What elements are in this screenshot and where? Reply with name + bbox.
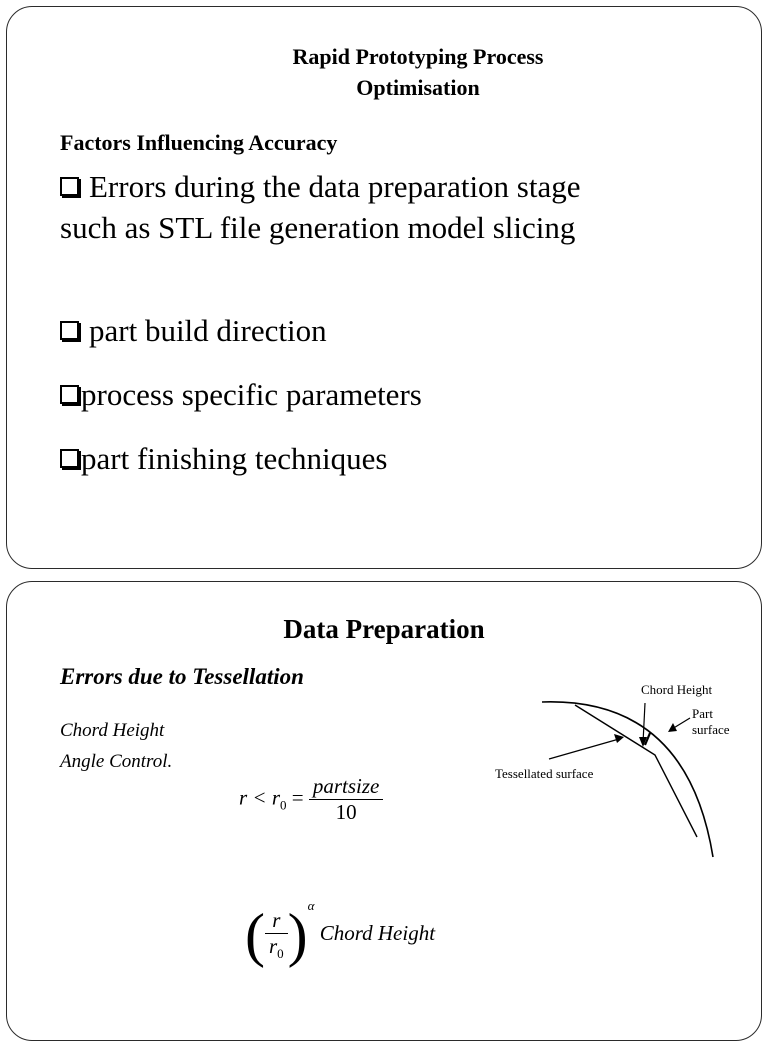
checkbox-bullet-icon bbox=[60, 385, 79, 404]
slide-2: Data Preparation Errors due to Tessellat… bbox=[6, 581, 762, 1041]
part-surface-arrowhead-icon bbox=[668, 723, 677, 732]
chord-height-mark bbox=[643, 732, 652, 746]
bullet-item: part finishing techniques bbox=[60, 438, 620, 479]
chord-height-pointer bbox=[642, 702, 646, 744]
section-heading: Factors Influencing Accuracy bbox=[60, 130, 338, 155]
chord-arrowhead-icon bbox=[639, 737, 647, 747]
equation-chord-height: ( r r0 )α Chord Height bbox=[245, 898, 436, 968]
section-subtitle: Errors due to Tessellation bbox=[60, 664, 304, 689]
bullet-item: part build direction bbox=[60, 310, 620, 351]
slide-2-title: Data Preparation bbox=[283, 614, 485, 644]
surface-label: surface bbox=[692, 722, 730, 737]
bullet-text: Errors during the data preparation stage… bbox=[60, 169, 581, 245]
eq-fraction: partsize 10 bbox=[308, 774, 384, 825]
slide-1: Rapid Prototyping Process Optimisation F… bbox=[6, 6, 762, 569]
right-paren-icon: ) bbox=[287, 902, 308, 968]
bullet-text: process specific parameters bbox=[81, 377, 422, 412]
part-surface-curve bbox=[541, 701, 714, 858]
title-line-1: Rapid Prototyping Process bbox=[292, 44, 544, 69]
left-paren-icon: ( bbox=[245, 902, 265, 968]
eq-denominator: 10 bbox=[308, 799, 384, 825]
eq-equals: = bbox=[286, 785, 309, 810]
eq2-numerator: r bbox=[272, 907, 281, 932]
title-line-2: Optimisation bbox=[356, 75, 480, 100]
chord-height-label: Chord Height bbox=[641, 682, 713, 697]
bullet-text: part finishing techniques bbox=[81, 441, 388, 476]
eq2-fraction: r r0 bbox=[264, 907, 288, 962]
tessellation-diagram: Chord Height Part surface Tessellated su… bbox=[495, 682, 730, 858]
eq2-exponent: α bbox=[307, 897, 315, 913]
tessellated-arrowhead-icon bbox=[614, 734, 624, 743]
part-label: Part bbox=[692, 706, 713, 721]
checkbox-bullet-icon bbox=[60, 177, 79, 196]
equation-radius-limit: r < r0 = partsize 10 bbox=[239, 774, 384, 825]
eq2-den-base: r bbox=[268, 933, 278, 958]
tessellated-surface-line bbox=[574, 704, 698, 838]
eq2-den-subscript: 0 bbox=[277, 946, 284, 962]
checkbox-bullet-icon bbox=[60, 321, 79, 340]
eq-lhs: r < r bbox=[239, 785, 281, 810]
bullet-item: Errors during the data preparation stage… bbox=[60, 166, 620, 248]
text-line-angle-control: Angle Control. bbox=[60, 751, 173, 772]
text-line-chord-height: Chord Height bbox=[60, 720, 165, 741]
checkbox-bullet-icon bbox=[60, 449, 79, 468]
tessellated-surface-label: Tessellated surface bbox=[495, 766, 594, 781]
bullet-item: process specific parameters bbox=[60, 374, 620, 415]
eq2-tail: Chord Height bbox=[319, 920, 436, 945]
eq-lhs-subscript: 0 bbox=[280, 797, 287, 813]
eq-numerator: partsize bbox=[312, 774, 380, 798]
slide-1-title: Rapid Prototyping Process Optimisation bbox=[7, 41, 761, 103]
tessellated-pointer bbox=[548, 738, 620, 760]
bullet-text: part build direction bbox=[89, 313, 327, 348]
eq2-denominator: r0 bbox=[264, 932, 288, 962]
